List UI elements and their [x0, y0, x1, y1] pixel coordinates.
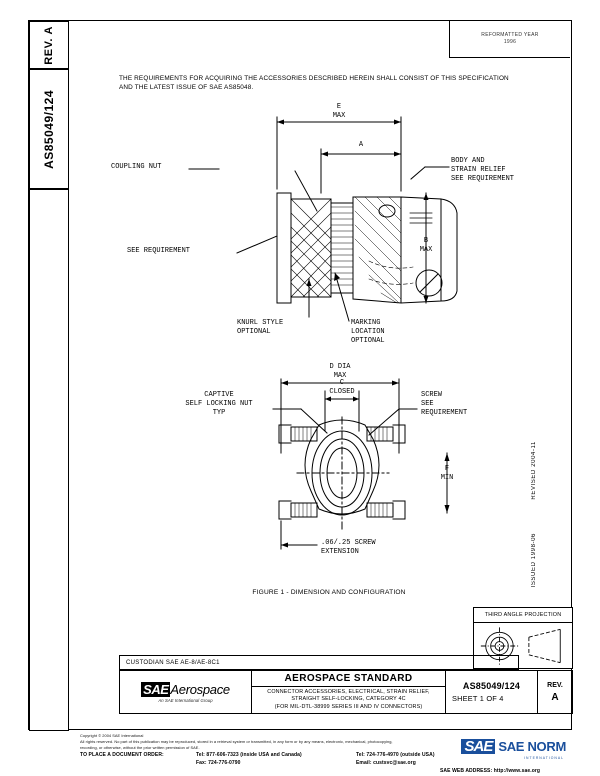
rights-line-2: recording, or otherwise, without the pri… [80, 745, 200, 750]
reformat-stamp: REFORMATTED YEAR 1996 [449, 21, 570, 58]
issued-date-text: ISSUED 1998-06 [531, 533, 537, 588]
label-captive-self-locking-nut: CAPTIVE SELF LOCKING NUT TYP [185, 391, 253, 417]
email-address[interactable]: Email: custsvc@sae.org [356, 760, 416, 766]
label-screw-extension: .06/.25 SCREW EXTENSION [321, 539, 376, 556]
drawing-sheet: REV. A AS85049/124 REFORMATTED YEAR 1996… [28, 20, 573, 731]
document-number-cell: AS85049/124 SHEET 1 OF 4 [446, 671, 538, 713]
sae-logo-subtitle: An SAE International Group [158, 697, 213, 703]
left-docnumber-box: AS85049/124 [29, 69, 69, 189]
title-block: SAE Aerospace An SAE International Group… [119, 670, 573, 714]
sae-logo-lockup: SAE Aerospace [141, 681, 230, 697]
rights-line-1: All rights reserved. No part of this pub… [80, 739, 393, 744]
sae-logo-word: Aerospace [170, 681, 230, 697]
revision-value: A [551, 691, 559, 703]
custodian-text: CUSTODIAN SAE AE-8/AE-8C1 [126, 659, 220, 666]
sae-norm-word: SAE NORM [498, 739, 566, 754]
sae-norm-watermark: SAE SAE NORM [461, 739, 566, 754]
label-see-requirement-top: SEE REQUIREMENT [127, 247, 191, 255]
title-block-middle: AEROSPACE STANDARD CONNECTOR ACCESSORIES… [252, 671, 446, 713]
intro-paragraph: THE REQUIREMENTS FOR ACQUIRING THE ACCES… [119, 75, 509, 91]
label-d-dia-max: D DIA MAX [329, 363, 351, 380]
tel-inside-usa: Tel: 877-606-7323 (inside USA and Canada… [196, 752, 302, 758]
description-line-2: STRAIGHT SELF-LOCKING, CATEGORY 4C [291, 696, 406, 703]
left-rev-value: A [43, 25, 55, 35]
sae-logo: SAE Aerospace An SAE International Group [120, 671, 252, 713]
document-number-value: AS85049/124 [462, 681, 521, 691]
label-screw-see-requirement: SCREW SEE REQUIREMENT [421, 391, 468, 417]
label-knurl-style: KNURL STYLE OPTIONAL [237, 319, 284, 336]
label-coupling-nut: COUPLING NUT [111, 163, 162, 171]
custodian-row: CUSTODIAN SAE AE-8/AE-8C1 [119, 655, 519, 670]
label-c-closed: C CLOSED [329, 379, 355, 396]
label-f-min: F MIN [440, 465, 454, 482]
page-footer: Copyright © 2004 SAE International All r… [28, 733, 572, 775]
label-body-strain-relief: BODY AND STRAIN RELIEF SEE REQUIREMENT [451, 157, 515, 183]
revised-date-text: REVISED 2004-11 [531, 441, 537, 500]
figure1-drawing [188, 116, 458, 550]
label-e-max: E MAX [332, 103, 346, 120]
label-marking-location: MARKING LOCATION OPTIONAL [351, 319, 385, 345]
order-label: TO PLACE A DOCUMENT ORDER: [80, 752, 164, 758]
sheet-body: REFORMATTED YEAR 1996 THE REQUIREMENTS F… [69, 21, 573, 729]
left-blank-box [29, 189, 69, 731]
description-line-3: (FOR MIL-DTL-38999 SERIES III AND IV CON… [274, 703, 423, 710]
left-rev-text: REV. A [43, 26, 55, 65]
third-angle-projection-label: THIRD ANGLE PROJECTION [474, 608, 572, 623]
revision-cell: REV. A [538, 671, 572, 713]
third-angle-projection-symbol [480, 627, 561, 665]
sae-logo-badge: SAE [141, 681, 171, 697]
left-rev-box: REV. A [29, 21, 69, 69]
figure-caption: FIGURE 1 - DIMENSION AND CONFIGURATION [252, 589, 406, 596]
title-block-description: CONNECTOR ACCESSORIES, ELECTRICAL, STRAI… [252, 687, 445, 713]
aerospace-standard-title: AEROSPACE STANDARD [252, 671, 445, 687]
copyright-line: Copyright © 2004 SAE International [80, 733, 144, 738]
sae-norm-badge: SAE [461, 739, 496, 754]
label-b-max: B MAX [419, 237, 433, 254]
left-docnumber-text: AS85049/124 [42, 89, 56, 169]
sheet-number-text: SHEET 1 OF 4 [452, 694, 504, 703]
tel-outside-usa: Tel: 724-776-4970 (outside USA) [356, 752, 435, 758]
sae-norm-subtitle: INTERNATIONAL [524, 756, 564, 760]
third-angle-projection-box: THIRD ANGLE PROJECTION [473, 607, 573, 669]
reformat-stamp-line2: 1996 [503, 39, 517, 45]
left-rev-label: REV. [43, 37, 55, 65]
web-address[interactable]: SAE WEB ADDRESS: http://www.sae.org [440, 768, 541, 774]
label-a-dim: A [358, 141, 364, 149]
revision-label: REV. [547, 681, 563, 689]
description-line-1: CONNECTOR ACCESSORIES, ELECTRICAL, STRAI… [267, 688, 430, 695]
fax-number: Fax: 724-776-0790 [196, 760, 241, 766]
reformat-stamp-line1: REFORMATTED YEAR [481, 32, 539, 38]
